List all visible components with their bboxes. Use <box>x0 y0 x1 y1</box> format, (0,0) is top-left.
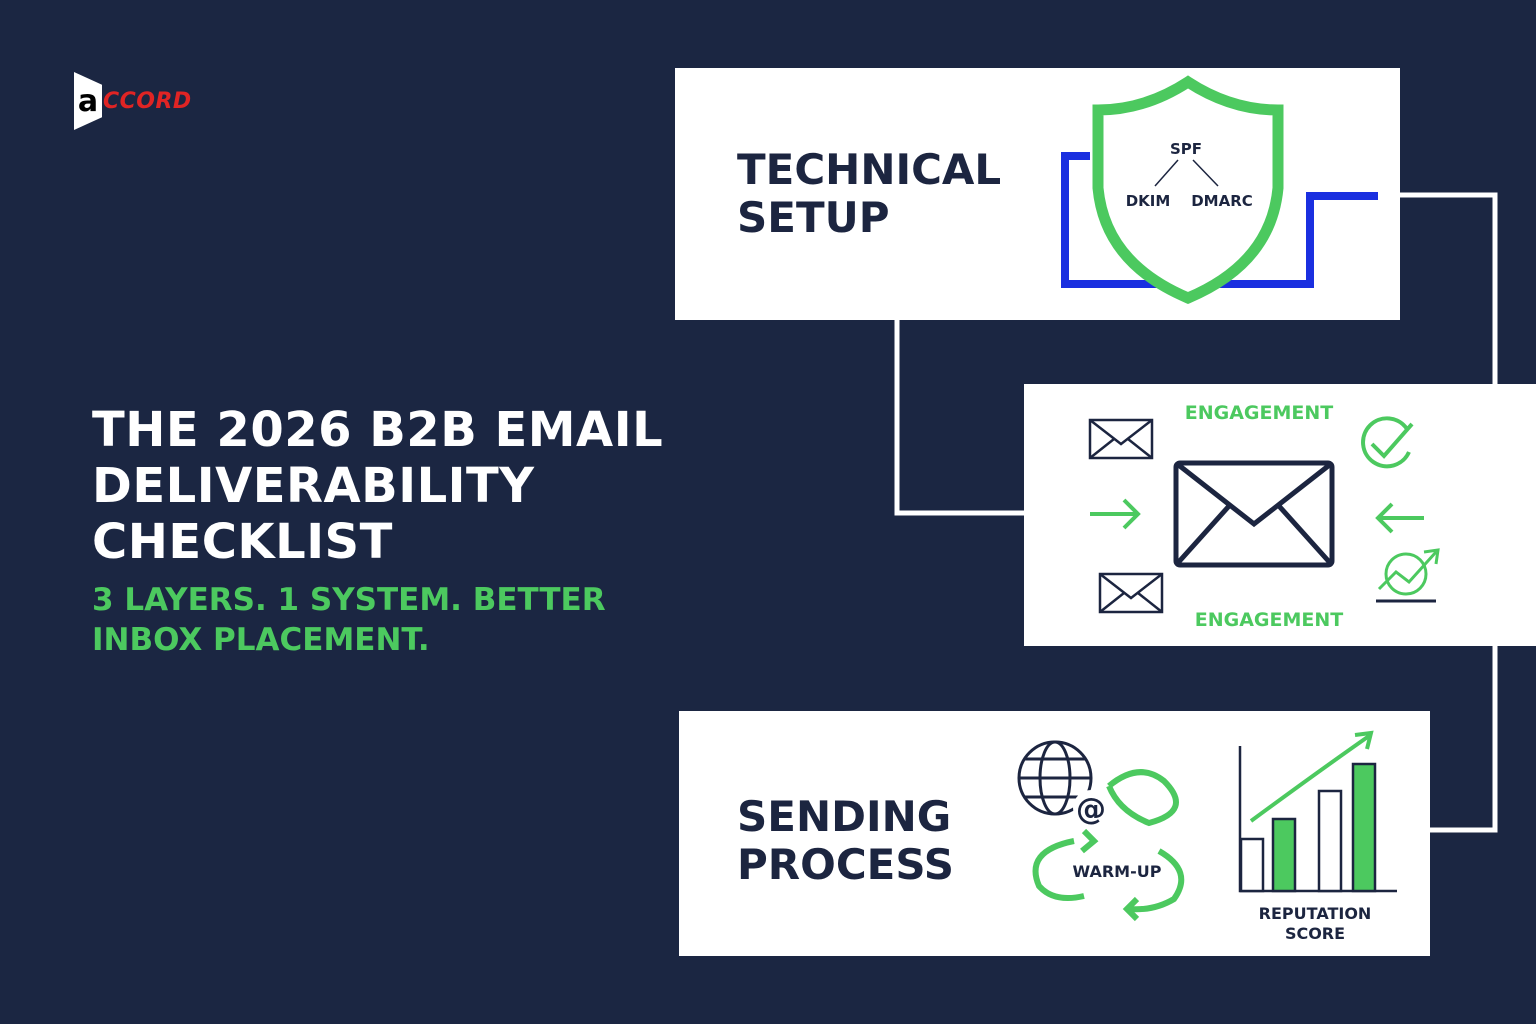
dmarc-label: DMARC <box>1191 192 1253 210</box>
page-title: THE 2026 B2B EMAIL DELIVERABILITY CHECKL… <box>92 402 663 570</box>
score-label: SCORE <box>1285 924 1345 943</box>
arrow-right-icon <box>1090 498 1141 530</box>
envelope-icon <box>1098 572 1164 614</box>
title-line: PROCESS <box>737 840 954 889</box>
reputation-label: REPUTATION <box>1259 904 1372 923</box>
connector-tech-engagement <box>894 320 1024 516</box>
dkim-label: DKIM <box>1126 192 1171 210</box>
at-icon: @ <box>1076 792 1106 827</box>
sending-graphic: @ WARM-UP REPUTATION SCORE <box>1017 730 1397 943</box>
envelope-large-icon <box>1173 460 1335 568</box>
shield-icon <box>1092 75 1284 304</box>
engagement-card: ENGAGEMENT ENGAGEMENT <box>1024 384 1536 646</box>
arrow-left-icon <box>1375 502 1424 534</box>
title-line: DELIVERABILITY <box>92 458 535 514</box>
bar <box>1317 789 1343 893</box>
technical-graphic: SPF DKIM DMARC <box>1061 75 1378 304</box>
globe-icon <box>1017 740 1093 816</box>
engagement-graphic: ENGAGEMENT ENGAGEMENT <box>1088 402 1440 631</box>
connector-tech-right <box>1400 192 1498 384</box>
title-line: SETUP <box>737 193 890 242</box>
trend-up-icon <box>1376 548 1440 603</box>
title-line: SENDING <box>737 792 952 841</box>
bar <box>1239 837 1265 893</box>
at-icon-bg <box>1073 790 1109 826</box>
spf-label: SPF <box>1170 140 1202 158</box>
cycle-arrows-icon <box>1032 769 1185 922</box>
title-line: THE 2026 B2B EMAIL <box>92 402 664 458</box>
bar-chart-icon <box>1238 730 1397 893</box>
sending-process-card: SENDING PROCESS @ WARM-UP REPUTATION SCO… <box>679 711 1430 956</box>
trend-arrow <box>1249 734 1371 823</box>
technical-setup-title: TECHNICAL SETUP <box>737 146 1001 242</box>
connector-engagement-sending <box>1430 646 1498 833</box>
subtitle: 3 LAYERS. 1 SYSTEM. BETTER INBOX PLACEME… <box>92 582 606 658</box>
bar <box>1271 817 1297 893</box>
logo-text: CCORD <box>103 88 192 114</box>
engagement-label-bottom: ENGAGEMENT <box>1195 609 1344 631</box>
title-line: TECHNICAL <box>737 145 1002 194</box>
envelope-icon <box>1088 418 1154 460</box>
sending-process-title: SENDING PROCESS <box>737 793 954 889</box>
arrow-spf-dmarc <box>1192 159 1219 187</box>
check-circle-icon <box>1361 416 1414 469</box>
engagement-label-top: ENGAGEMENT <box>1185 402 1334 424</box>
technical-setup-card: TECHNICAL SETUP SPF DKIM DMARC <box>675 68 1400 320</box>
title-line: CHECKLIST <box>92 514 393 570</box>
bar <box>1351 762 1377 893</box>
logo: a CCORD <box>74 72 192 130</box>
arrow-spf-dkim <box>1154 159 1179 187</box>
warmup-label: WARM-UP <box>1073 862 1162 881</box>
